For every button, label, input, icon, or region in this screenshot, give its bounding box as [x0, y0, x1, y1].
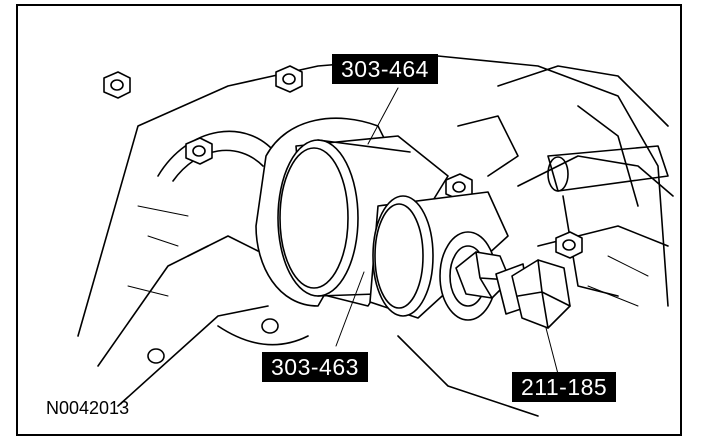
- bolt-lower-left: [147, 318, 279, 364]
- callout-303-464: 303-464: [332, 54, 438, 84]
- engine-tool-illustration: [77, 55, 674, 417]
- figure-id: N0042013: [46, 398, 130, 418]
- bolt-top-left: [103, 71, 131, 99]
- tool-211-185-drive: [495, 259, 571, 329]
- tool-303-463-sleeve: [369, 191, 509, 319]
- leader-303-464: [367, 87, 399, 145]
- callout-303-463: 303-463: [262, 352, 368, 382]
- leader-lines: [335, 87, 559, 375]
- callout-211-185: 211-185: [512, 372, 617, 402]
- leader-211-185: [545, 327, 559, 375]
- bolt-mid-left: [185, 137, 213, 165]
- bolt-right: [555, 231, 583, 259]
- bolt-top-center: [275, 65, 303, 93]
- tool-303-464-body: [277, 135, 449, 307]
- leader-303-463: [335, 271, 365, 347]
- diagram-frame: 303-464 303-463 211-185 N0042013: [16, 4, 682, 436]
